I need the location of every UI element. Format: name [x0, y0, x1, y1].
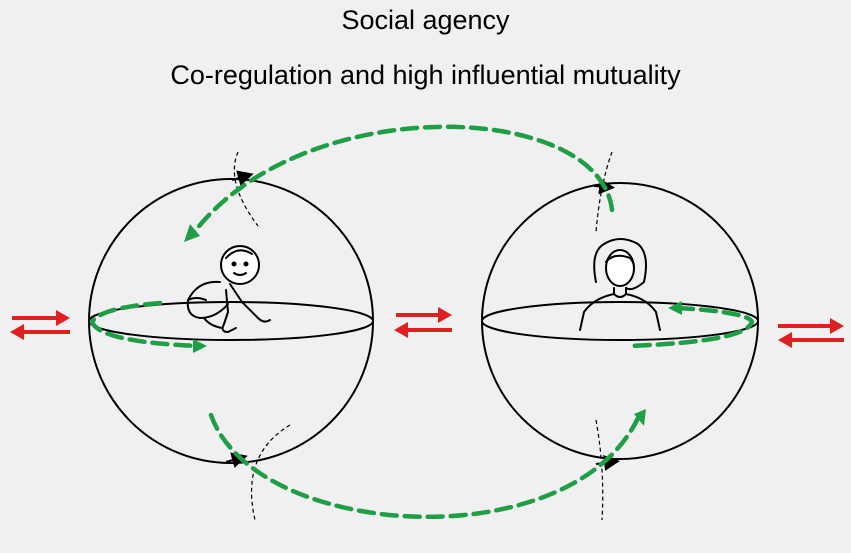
woman-icon [579, 238, 661, 331]
right-sphere-outline [481, 182, 759, 460]
right-bottom-tick [595, 419, 604, 521]
right-green-arrowhead-icon [668, 301, 682, 315]
bottom-green-arrowhead-icon [634, 409, 646, 426]
left-bottom-black-arrow-icon [225, 452, 248, 468]
left-green-equator-arc [89, 300, 201, 349]
red-exchange-right-icon [778, 318, 844, 348]
left-sphere [88, 151, 374, 521]
left-bottom-tick [251, 424, 291, 521]
red-exchange-middle-icon [394, 307, 452, 338]
left-top-black-arrow-icon [231, 170, 254, 186]
left-sphere-equator [88, 301, 374, 341]
left-green-arrowhead-icon [193, 339, 207, 353]
red-exchange-left-icon [10, 310, 70, 340]
top-green-arc [189, 124, 615, 238]
right-green-equator-arc [624, 305, 755, 349]
right-sphere [481, 151, 759, 521]
top-green-arrowhead-icon [184, 224, 200, 242]
bottom-green-arc [208, 412, 641, 520]
right-sphere-equator [481, 301, 759, 341]
green-flows [89, 124, 755, 520]
diagram-subtitle: Co-regulation and high influential mutua… [170, 60, 681, 90]
left-sphere-outline [88, 178, 374, 464]
diagram-title: Social agency [341, 5, 510, 35]
right-top-tick [595, 151, 613, 233]
baby-icon [186, 245, 271, 333]
